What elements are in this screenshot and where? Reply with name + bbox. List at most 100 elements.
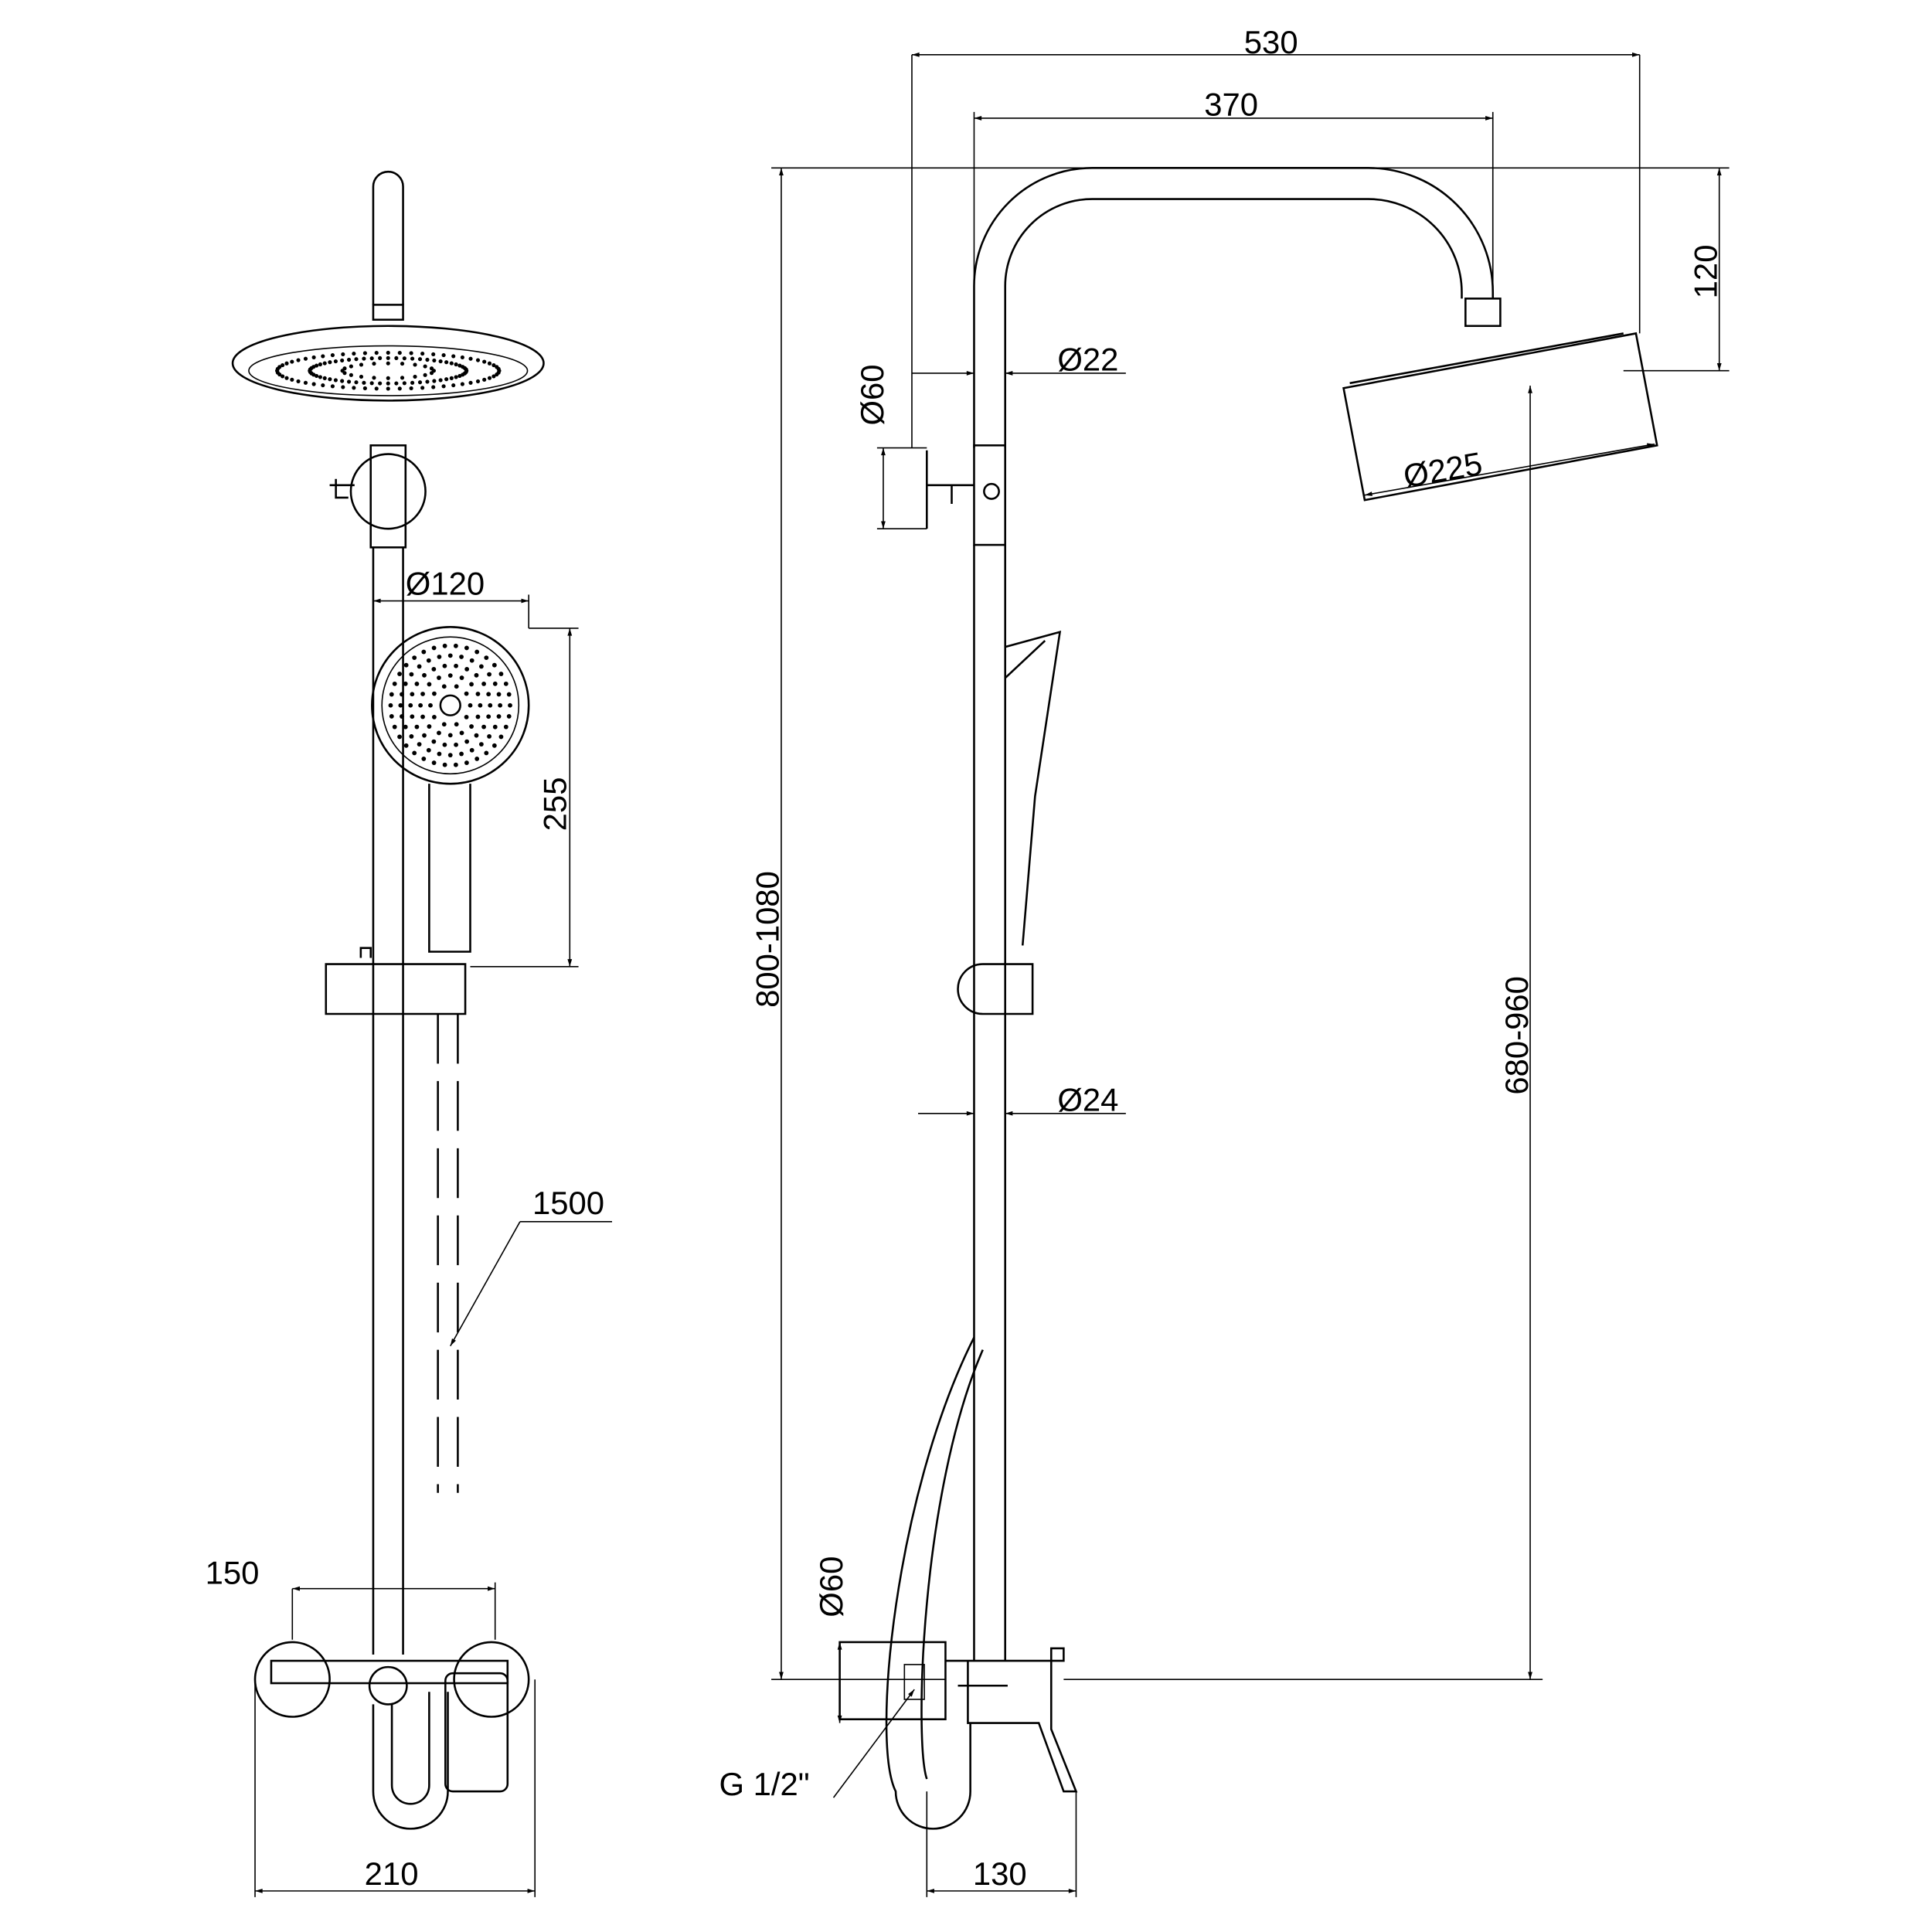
dim-mixer-width: 210 xyxy=(365,1855,419,1892)
nozzle-dot xyxy=(498,702,503,708)
nozzle-dot xyxy=(478,702,483,708)
nozzle-dot xyxy=(464,367,468,372)
nozzle-dot xyxy=(392,724,397,730)
nozzle-dot xyxy=(412,655,417,660)
nozzle-dot xyxy=(437,675,441,680)
dim-inlet-spacing: 150 xyxy=(206,1554,260,1590)
nozzle-dot xyxy=(318,375,322,379)
nozzle-dot xyxy=(315,363,319,368)
dim-thread: G 1/2" xyxy=(719,1766,809,1802)
nozzle-dot xyxy=(420,714,425,719)
nozzle-dot xyxy=(469,658,474,663)
nozzle-dot xyxy=(442,742,447,747)
nozzle-dot xyxy=(386,361,390,366)
nozzle-dot xyxy=(386,350,390,355)
nozzle-dot xyxy=(432,714,437,719)
front-view: Ø120 255 1500 150 210 xyxy=(206,170,613,1897)
nozzle-dot xyxy=(464,760,469,765)
right-flange xyxy=(453,1641,530,1718)
nozzle-dot xyxy=(484,750,489,756)
nozzle-dot xyxy=(397,386,402,391)
nozzle-dot xyxy=(386,355,390,360)
nozzle-dot xyxy=(498,734,504,740)
nozzle-dot xyxy=(374,386,379,391)
hose xyxy=(437,1013,459,1493)
nozzle-dot xyxy=(496,692,502,697)
nozzle-dot xyxy=(330,352,335,358)
nozzle-dot xyxy=(454,722,459,727)
nozzle-dot xyxy=(303,380,308,385)
dim-rail-diameter: Ø24 xyxy=(1057,1082,1118,1118)
nozzle-dot xyxy=(400,376,405,380)
nozzle-dot xyxy=(397,734,402,740)
nozzle-dot xyxy=(431,739,437,744)
dim-mixer-projection: 130 xyxy=(973,1855,1027,1892)
nozzle-dot xyxy=(441,352,446,358)
nozzle-dot xyxy=(417,380,423,385)
dim-head-diameter: Ø225 xyxy=(1400,445,1485,495)
nozzle-dot xyxy=(389,692,394,697)
nozzle-dot xyxy=(402,356,406,361)
nozzle-dot xyxy=(428,702,433,708)
nozzle-dot xyxy=(414,724,420,730)
nozzle-dot xyxy=(460,355,464,360)
rain-head-front xyxy=(231,325,545,402)
nozzle-dot xyxy=(431,645,437,651)
nozzle-dot xyxy=(346,357,352,362)
nozzle-dot xyxy=(409,386,413,391)
nozzle-dot xyxy=(496,714,502,719)
nozzle-dot xyxy=(468,702,473,708)
nozzle-dot xyxy=(442,643,447,648)
side-bracket-sleeve xyxy=(973,444,1006,546)
nozzle-dot xyxy=(492,724,498,730)
nozzle-dot xyxy=(441,384,446,389)
nozzle-dot xyxy=(487,733,492,739)
nozzle-dot xyxy=(403,743,409,748)
nozzle-dot xyxy=(362,356,366,361)
hose-loop xyxy=(372,1692,449,1830)
nozzle-dot xyxy=(503,724,509,730)
nozzle-dot xyxy=(451,383,456,388)
nozzle-dot xyxy=(425,357,430,362)
nozzle-dot xyxy=(431,760,437,765)
nozzle-dot xyxy=(492,743,497,748)
mixer-lever xyxy=(444,1672,509,1793)
nozzle-dot xyxy=(451,354,456,359)
nozzle-dot xyxy=(469,747,474,753)
nozzle-dot xyxy=(400,692,404,697)
nozzle-dot xyxy=(346,379,352,384)
nozzle-dot xyxy=(413,362,417,367)
nozzle-dot xyxy=(495,372,499,377)
nozzle-dot xyxy=(413,374,417,379)
nozzle-dot xyxy=(349,372,353,377)
nozzle-dot xyxy=(410,380,415,385)
nozzle-dot xyxy=(444,360,449,365)
nozzle-dot xyxy=(454,375,458,379)
nozzle-dot xyxy=(281,374,285,379)
nozzle-dot xyxy=(492,662,497,668)
nozzle-dot xyxy=(421,757,427,761)
nozzle-dot xyxy=(488,702,493,708)
nozzle-dot xyxy=(378,355,383,360)
nozzle-dot xyxy=(362,380,366,385)
nozzle-dot xyxy=(349,364,353,369)
nozzle-dot xyxy=(469,682,474,687)
nozzle-dot xyxy=(420,692,425,696)
nozzle-dot xyxy=(427,682,432,687)
nozzle-dot xyxy=(410,692,415,697)
nozzle-dot xyxy=(464,645,469,651)
nozzle-dot xyxy=(362,386,367,391)
nozzle-dot xyxy=(420,386,425,390)
nozzle-dot xyxy=(296,358,301,362)
nozzle-dot xyxy=(447,653,453,658)
wall-flange xyxy=(838,1641,947,1721)
shower-arm xyxy=(973,167,1495,448)
nozzle-dot xyxy=(417,742,422,747)
nozzle-dot xyxy=(449,376,454,380)
nozzle-dot xyxy=(475,692,481,696)
nozzle-dot xyxy=(486,692,492,697)
nozzle-dot xyxy=(506,692,512,697)
nozzle-dot xyxy=(464,691,469,696)
nozzle-dot xyxy=(464,714,469,719)
nozzle-dot xyxy=(459,655,464,659)
